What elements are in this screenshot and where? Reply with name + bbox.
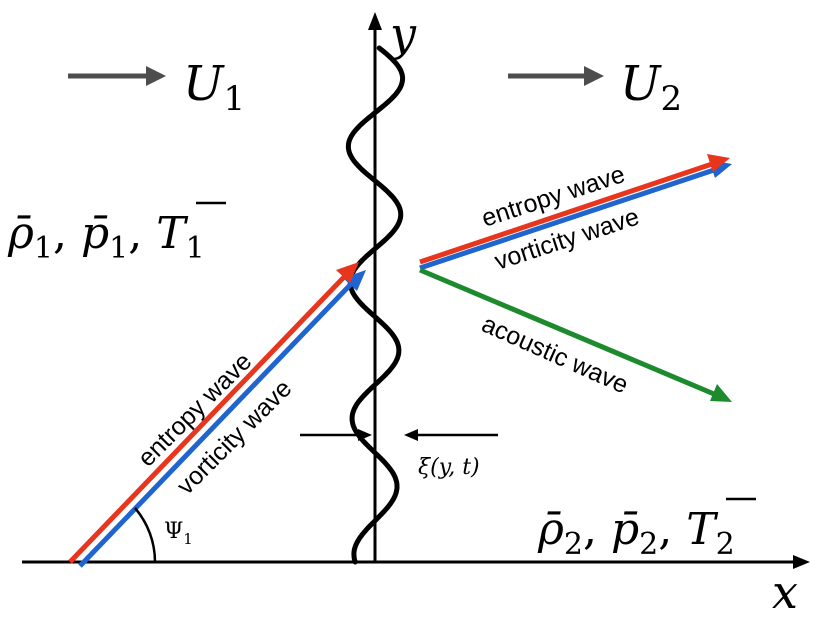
downstream-flow-arrow [508,66,604,86]
y-axis-arrowhead [368,12,382,30]
transmitted-entropy-arrow [419,154,730,265]
downstream-state-label: ρ̄2, p̄2, T2 [537,504,735,562]
angle-arc [134,507,157,563]
y-axis-label: y [388,7,417,61]
transmitted-acoustic-arrow [419,267,732,402]
transmitted-acoustic-label: acoustic wave [478,310,633,399]
incident-entropy-arrow [68,262,359,564]
xi-left-arrow [300,429,372,441]
incident-entropy-label: entropy wave [132,347,257,472]
upstream-flow-arrow [68,66,166,86]
shock-front-curve [345,45,406,565]
xi-right-arrow [404,429,498,441]
angle-label: Ψ1 [164,519,193,548]
xi-label: ξ(y, t) [418,455,480,480]
downstream-velocity-label: U2 [620,56,682,119]
x-axis-label: x [772,565,798,619]
upstream-velocity-label: U1 [183,56,245,119]
incident-vorticity-arrow [78,270,366,568]
upstream-state-label: ρ̄1, p̄1, T1 [7,208,205,266]
x-axis-arrowhead [793,555,810,569]
